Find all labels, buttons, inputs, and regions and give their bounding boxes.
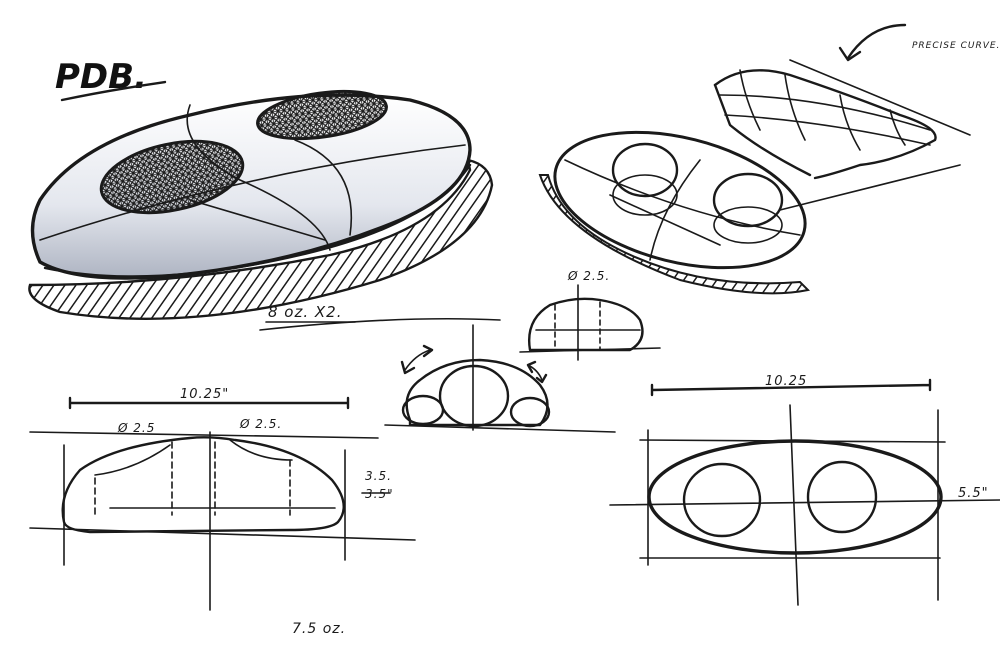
front-view-center [384,324,616,433]
center-circle-right [509,396,551,428]
title-underline [60,80,167,102]
weight-top-label: 8 oz. X2. [268,303,343,321]
center-circle-left [401,394,445,426]
width-right-label: 10.25 [765,374,807,389]
speaker-hole-right-a [611,142,679,198]
device-base-hatch-right [538,174,811,295]
height-left-struck-label: 3.5" [365,487,394,501]
top-view-hole-left [682,462,762,538]
perspective-device-large [28,89,501,331]
curve-study-sketch [713,23,971,211]
elevation-left [29,396,416,611]
speaker-hole-left [99,139,245,215]
top-view-hole-right [806,460,878,534]
height-left-label: 3.5. [365,469,392,483]
perspective-device-medium [538,130,811,295]
curve-pointer-arrow [846,23,907,60]
device-body-edge [43,163,472,278]
speaker-hole-right [256,89,388,141]
rotate-arrow-left [404,349,431,371]
speaker-hole-right-b [712,172,784,228]
weight-bottom-label: 7.5 oz. [292,621,346,637]
device-body-right [553,130,807,270]
width-left-label: 10.25" [180,387,229,402]
diameter-left-a-label: Ø 2.5 [117,421,155,435]
diameter-small-label: Ø 2.5. [567,269,610,283]
top-view-outline [647,439,943,555]
precise-curve-label: PRECISE CURVE. [912,41,1000,51]
device-base-shadow [28,158,494,320]
center-circle-large [438,364,510,428]
diameter-left-b-label: Ø 2.5. [239,417,282,431]
height-right-label: 5.5" [958,486,989,501]
side-profile-small [519,284,661,361]
title-label: PDB. [55,57,147,97]
top-view-right [609,378,1000,606]
